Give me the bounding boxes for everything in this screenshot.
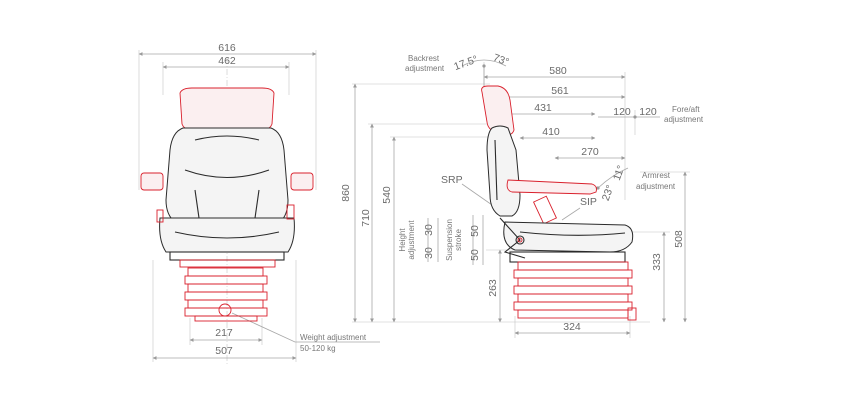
armrest-angle-up: 11° xyxy=(611,164,627,182)
armrest-angle-down: 23° xyxy=(600,183,617,202)
armrest-label-2: adjustment xyxy=(636,182,676,191)
srp-label: SRP xyxy=(441,174,463,186)
dim-431: 431 xyxy=(534,102,552,114)
right-armrest xyxy=(290,172,314,191)
dim-616: 616 xyxy=(218,42,236,54)
dim-263: 263 xyxy=(487,279,499,297)
suspension-value-2: 50 xyxy=(469,249,481,261)
suspension-value-1: 50 xyxy=(469,225,481,237)
fore-aft-front: 120 xyxy=(639,106,657,118)
dim-270: 270 xyxy=(581,146,599,158)
left-armrest xyxy=(140,172,164,191)
side-view: 860 710 540 Height adjustment 30 30 Susp… xyxy=(340,52,704,338)
dim-410: 410 xyxy=(542,126,560,138)
height-adjustment-label-2: adjustment xyxy=(407,220,416,260)
backrest-angle-back: 17.5° xyxy=(452,53,479,73)
side-seat-cushion xyxy=(503,221,634,253)
side-bellows xyxy=(513,261,637,321)
height-adj-value-2: 30 xyxy=(423,247,435,259)
front-view: 616 462 217 507 Weight adjustment 50-120… xyxy=(138,42,380,365)
backrest xyxy=(165,127,289,223)
suspension-stroke-label-2: stroke xyxy=(454,229,463,251)
fore-aft-label-2: adjustment xyxy=(664,115,704,124)
dim-561: 561 xyxy=(551,85,569,97)
side-backrest xyxy=(486,125,521,217)
backrest-angle-front: 73° xyxy=(492,52,511,69)
armrest-label-1: Armrest xyxy=(642,171,671,180)
fore-aft-back: 120 xyxy=(613,106,631,118)
dim-333: 333 xyxy=(651,253,663,271)
headrest xyxy=(179,87,275,131)
seat-cushion xyxy=(159,217,295,253)
weight-adjustment-label: Weight adjustment xyxy=(300,333,367,342)
fore-aft-label-1: Fore/aft xyxy=(672,105,700,114)
front-bellows xyxy=(184,267,268,322)
dim-580: 580 xyxy=(549,65,567,77)
backrest-adjustment-label-1: Backrest xyxy=(408,54,440,63)
dim-507: 507 xyxy=(215,345,233,357)
dim-324: 324 xyxy=(563,321,581,333)
dim-217: 217 xyxy=(215,327,233,339)
height-adjustment-label-1: Height xyxy=(398,228,407,252)
dim-508: 508 xyxy=(673,230,685,248)
dim-540: 540 xyxy=(381,186,393,204)
dim-860: 860 xyxy=(340,184,352,202)
dim-710: 710 xyxy=(360,209,372,227)
height-adj-value-1: 30 xyxy=(423,224,435,236)
backrest-adjustment-label-2: adjustment xyxy=(405,64,445,73)
weight-range: 50-120 kg xyxy=(300,344,336,353)
dim-462: 462 xyxy=(218,55,236,67)
sip-label: SIP xyxy=(580,196,597,208)
side-armrest xyxy=(506,179,597,195)
suspension-stroke-label-1: Suspension xyxy=(445,219,454,261)
weight-adjustment-knob xyxy=(218,303,232,317)
